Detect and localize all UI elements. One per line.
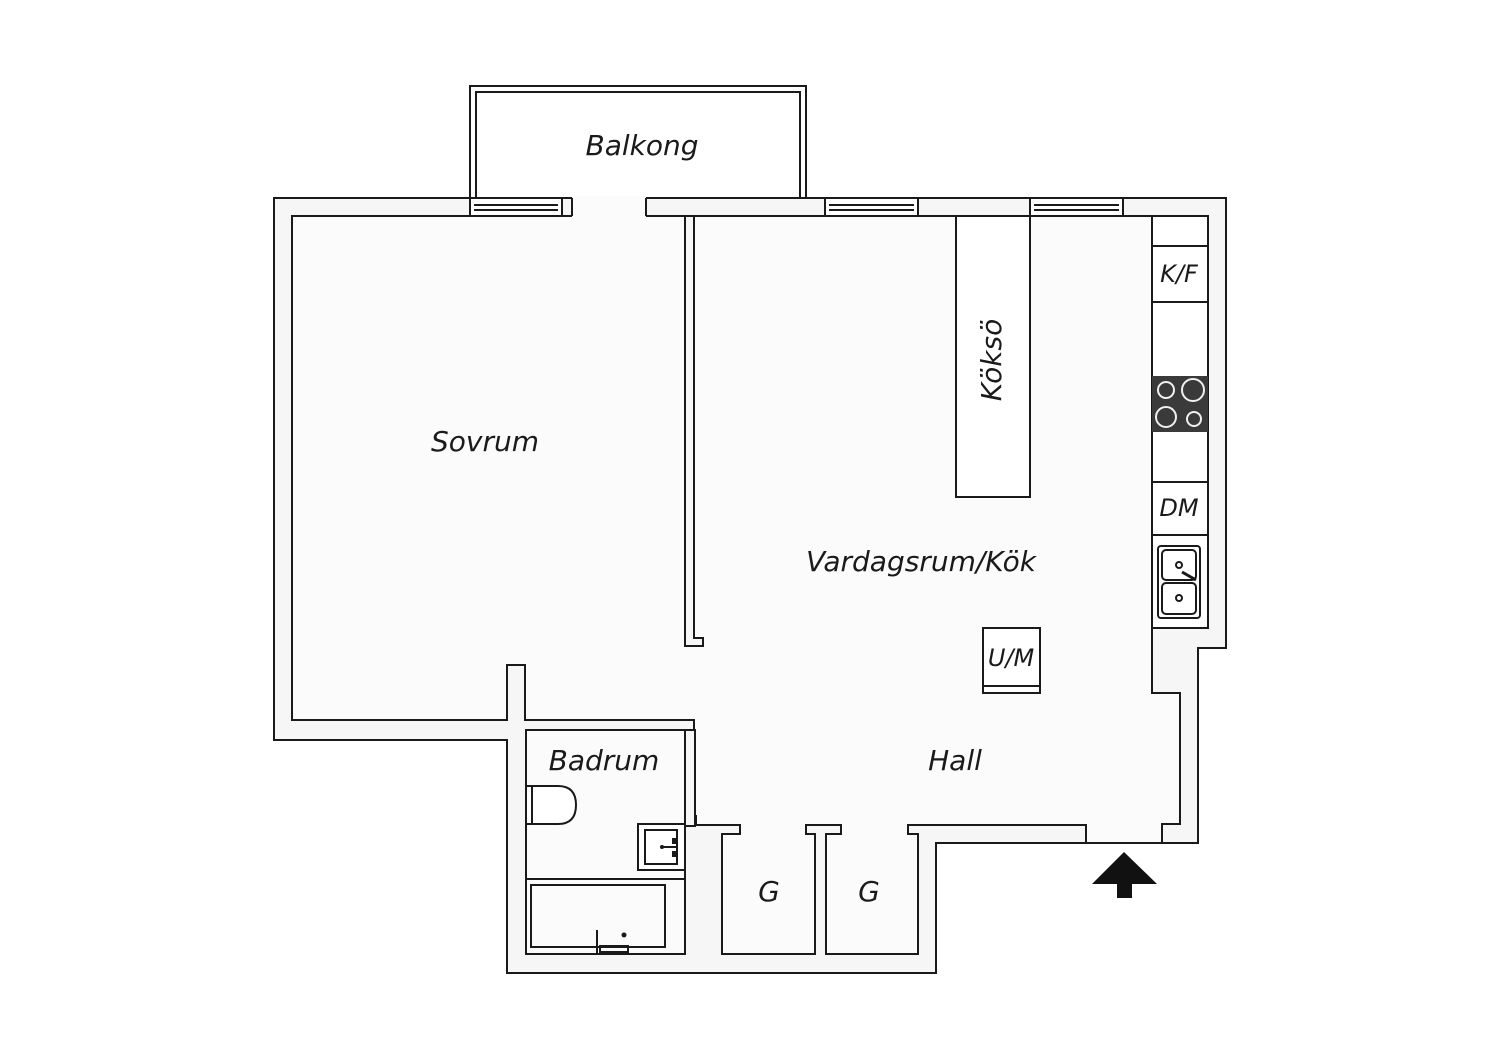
room-label-balkong: Balkong [585, 129, 698, 162]
bathtub-icon [526, 878, 685, 954]
stove-icon [1152, 376, 1208, 432]
interior-wall [684, 215, 704, 827]
room-label-kokso: Köksö [975, 319, 1008, 401]
kitchen-sink-icon [1157, 545, 1201, 619]
kitchen-island [955, 215, 1031, 498]
room-label-sovrum: Sovrum [431, 425, 539, 458]
room-label-g-2: G [858, 875, 880, 908]
arrow-up-icon [1092, 852, 1157, 898]
outer-walls [273, 197, 1227, 974]
label-kf: K/F [1160, 260, 1199, 288]
windows [469, 196, 1124, 218]
label-um: U/M [988, 644, 1035, 672]
room-label-badrum: Badrum [549, 744, 660, 777]
room-label-vardagsrum-kok: Vardagsrum/Kök [806, 545, 1038, 578]
washbasin-icon [637, 823, 686, 871]
washer-box [982, 627, 1041, 694]
toilet-icon [525, 785, 578, 825]
room-label-hall: Hall [928, 744, 982, 777]
label-dm: DM [1159, 494, 1198, 522]
room-label-g-1: G [758, 875, 780, 908]
